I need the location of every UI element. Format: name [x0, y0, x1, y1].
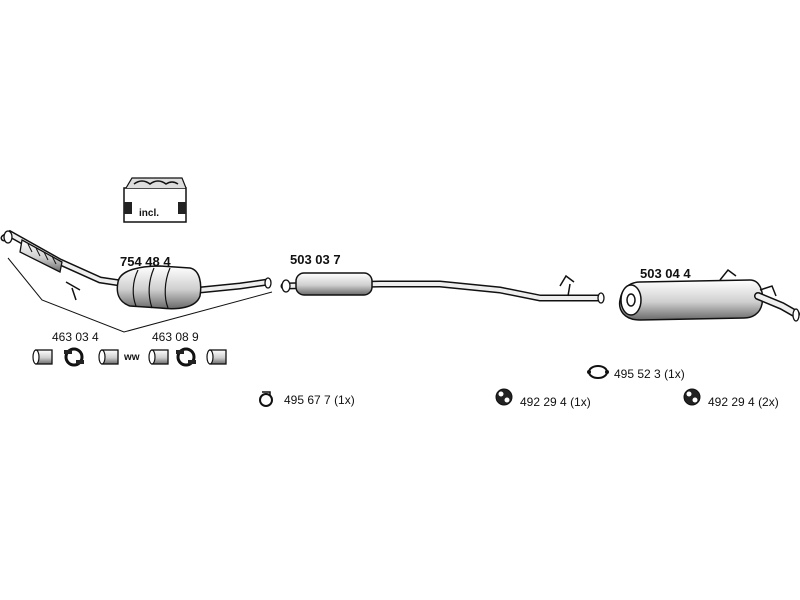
rubber-mount-icon: [495, 388, 513, 406]
catalytic-converter-pipe: [0, 229, 272, 310]
catalytic-converter-part-number: 754 48 4: [120, 254, 171, 269]
gasket-quantity: (1x): [664, 367, 685, 381]
clamp-icon: [176, 347, 196, 367]
rubber-mount-mid-part-number: 492 29 4: [520, 395, 567, 409]
middle-silencer-pipe: [280, 272, 605, 304]
sleeve-icon: [98, 349, 119, 365]
right-connector-part-number: 463 08 9: [152, 330, 199, 344]
rubber-mount-rear-quantity: (2x): [758, 395, 779, 409]
clamp-part-number: 495 67 7: [284, 393, 331, 407]
clamp-reference: 495 67 7 (1x): [284, 393, 355, 407]
left-connector-part-number: 463 03 4: [52, 330, 99, 344]
middle-silencer-part-number: 503 03 7: [290, 252, 341, 267]
rear-silencer: [618, 268, 800, 322]
gasket-icon: [587, 365, 609, 379]
kit-box-icon: [123, 177, 187, 223]
gasket-part-number: 495 52 3: [614, 367, 661, 381]
clamp-quantity: (1x): [334, 393, 355, 407]
sleeve-icon: [148, 349, 169, 365]
rubber-mount-rear-reference: 492 29 4 (2x): [708, 395, 779, 409]
gasket-reference: 495 52 3 (1x): [614, 367, 685, 381]
rubber-mount-mid-reference: 492 29 4 (1x): [520, 395, 591, 409]
connector-bracket-lines: [7, 257, 273, 333]
rubber-mount-mid-quantity: (1x): [570, 395, 591, 409]
kit-included-badge: incl.: [139, 208, 160, 219]
sleeve-icon: [206, 349, 227, 365]
rubber-mount-rear-part-number: 492 29 4: [708, 395, 755, 409]
connector-icons: [32, 347, 227, 367]
pipe-clamp-icon: [259, 391, 273, 407]
clamp-icon: [64, 347, 84, 367]
rear-silencer-part-number: 503 04 4: [640, 266, 691, 281]
sleeve-icon: [32, 349, 53, 365]
rubber-mount-icon: [683, 388, 701, 406]
separator-label: ww: [124, 352, 140, 363]
